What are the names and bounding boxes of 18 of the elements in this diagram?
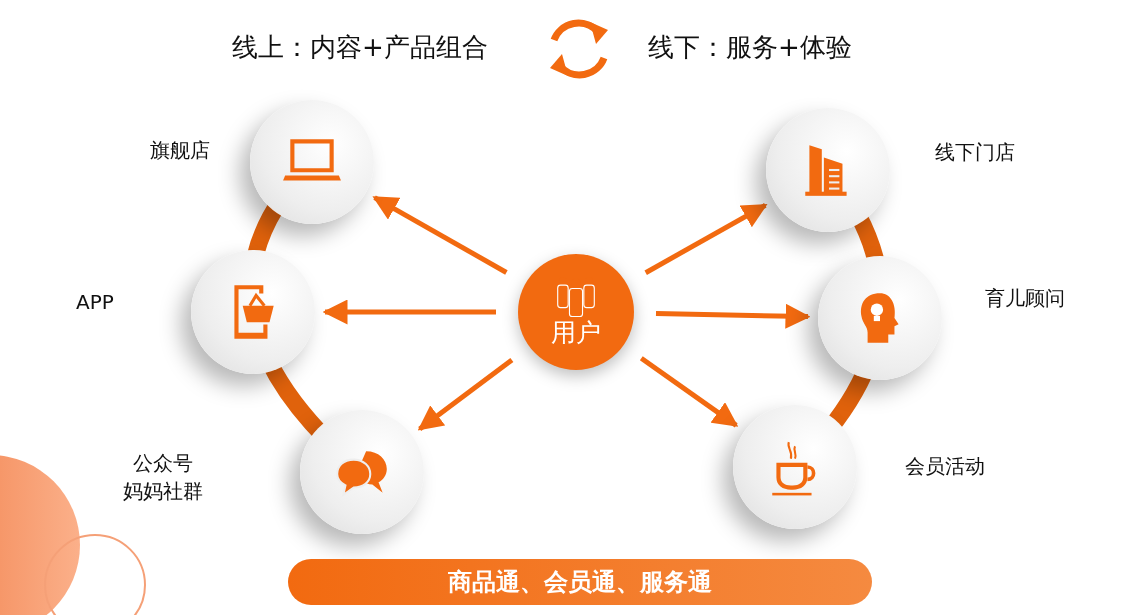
caption-text: 公众号 <box>132 450 194 477</box>
caption-text: 线下门店 <box>935 139 1015 166</box>
arrow <box>322 299 496 325</box>
node-label: 用户 <box>550 317 602 349</box>
caption-text: 育儿顾问 <box>985 285 1065 312</box>
heading-text: 线上：内容+产品组合 <box>232 31 488 64</box>
caption-text: APP <box>75 289 115 316</box>
caption-text: 妈妈社群 <box>122 478 204 505</box>
heading-text: 线下：服务+体验 <box>648 31 852 64</box>
banner-bar: 商品通、会员通、服务通 <box>288 559 872 605</box>
arrow <box>639 356 739 428</box>
caption-text: 会员活动 <box>905 453 985 480</box>
arrow <box>417 357 514 431</box>
arrow <box>644 203 768 275</box>
arrow <box>372 195 508 275</box>
user-circle <box>518 254 634 370</box>
arrow <box>655 303 811 329</box>
caption-text: 旗舰店 <box>150 137 210 164</box>
